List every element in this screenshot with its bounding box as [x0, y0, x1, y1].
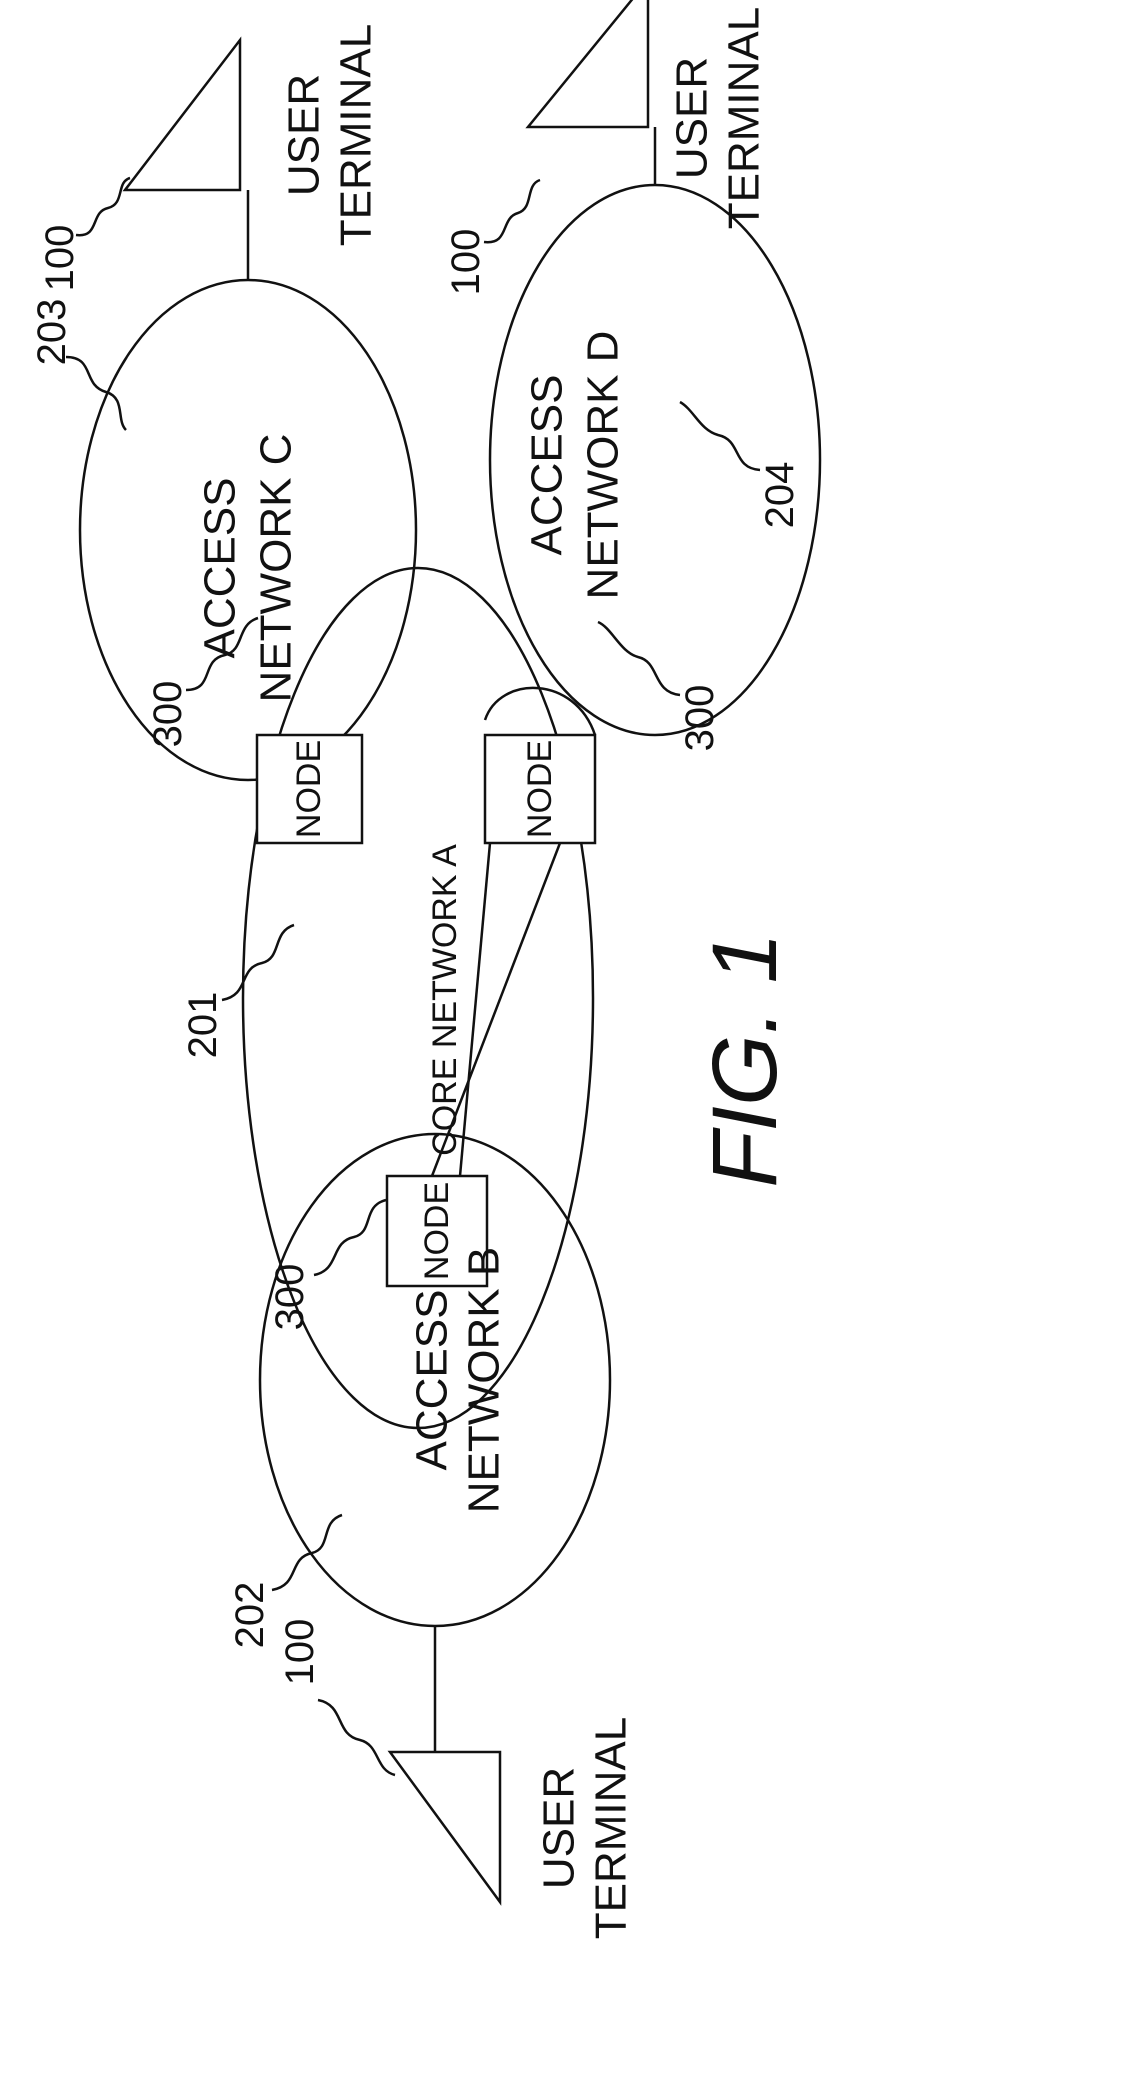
access-network-d-line2: NETWORK D [579, 331, 628, 600]
access-network-b-label: ACCESS NETWORK B [408, 1247, 509, 1513]
user-terminal-c-label: USER TERMINAL [280, 24, 381, 246]
node-c-label: NODE [290, 740, 328, 838]
leader-100-d [483, 178, 541, 244]
ref-300-node-b: 300 [268, 1264, 312, 1331]
user-terminal-d-line2: TERMINAL [720, 7, 769, 229]
node-c: NODE [255, 733, 364, 845]
link-node-b-node-d [458, 842, 492, 1177]
ref-300-node-c: 300 [146, 681, 190, 748]
access-network-b-line1: ACCESS [408, 1290, 457, 1471]
ref-100-terminal-c: 100 [38, 225, 82, 292]
ref-100-terminal-d: 100 [444, 229, 488, 296]
user-terminal-d-icon [525, 0, 650, 129]
user-terminal-b-line1: USER [535, 1767, 584, 1889]
leader-100-b [317, 1698, 396, 1777]
node-b: NODE [385, 1174, 489, 1288]
access-network-c-line2: NETWORK C [252, 434, 301, 703]
user-terminal-c-icon [122, 36, 242, 192]
ref-203: 203 [30, 299, 74, 366]
leader-300-b [313, 1198, 387, 1277]
ref-204: 204 [758, 462, 802, 529]
access-network-b-line2: NETWORK B [460, 1247, 509, 1513]
user-terminal-b-label: USER TERMINAL [535, 1717, 636, 1939]
ref-201: 201 [181, 992, 225, 1059]
access-network-d-label: ACCESS NETWORK D [523, 331, 628, 600]
ref-202: 202 [228, 1582, 272, 1649]
core-network-a-ellipse [241, 566, 595, 1430]
leader-300-d [597, 620, 681, 697]
user-terminal-c-line1: USER [280, 74, 329, 196]
access-network-c-line1: ACCESS [196, 478, 245, 659]
user-terminal-d-label: USER TERMINAL [668, 7, 769, 229]
ref-100-terminal-b: 100 [278, 1619, 322, 1686]
access-network-c-label: ACCESS NETWORK C [196, 434, 301, 703]
figure-label: FIG. 1 [694, 932, 796, 1188]
node-d: NODE [483, 733, 597, 845]
core-network-a-label: CORE NETWORK A [426, 844, 464, 1156]
access-network-c-ellipse [78, 278, 418, 782]
link-node-b-node-c [430, 842, 562, 1177]
node-b-label: NODE [418, 1182, 456, 1280]
leader-202 [271, 1513, 343, 1592]
link-node-c-node-d-curve [483, 686, 597, 736]
user-terminal-b-line2: TERMINAL [587, 1717, 636, 1939]
leader-204 [679, 400, 761, 472]
leader-201 [221, 923, 295, 1002]
user-terminal-b-icon [387, 1750, 502, 1906]
user-terminal-d-line1: USER [668, 57, 717, 179]
node-d-label: NODE [521, 740, 559, 838]
user-terminal-c-line2: TERMINAL [332, 24, 381, 246]
leader-100-c [75, 176, 131, 237]
access-network-d-line1: ACCESS [523, 375, 572, 556]
ref-300-node-d: 300 [678, 685, 722, 752]
leader-300-c [185, 616, 259, 692]
leader-203 [65, 355, 128, 431]
